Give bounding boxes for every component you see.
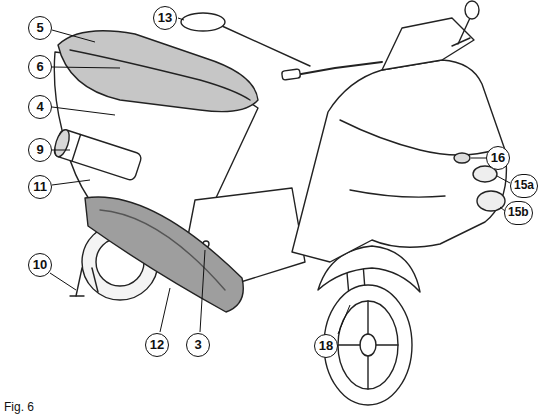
callout-number: 13 <box>153 6 177 30</box>
callout-number: 12 <box>145 333 169 357</box>
callout-number: 16 <box>486 146 510 170</box>
callout-number: 18 <box>314 334 338 358</box>
callout-number: 4 <box>28 95 52 119</box>
callout-number: 10 <box>28 253 52 277</box>
figure-caption: Fig. 6 <box>4 400 34 414</box>
callout-number: 5 <box>28 16 52 40</box>
callout-number: 9 <box>28 138 52 162</box>
callout-number: 6 <box>28 55 52 79</box>
callout-number: 15b <box>504 201 533 225</box>
callout-number: 11 <box>28 175 52 199</box>
callout-number: 15a <box>510 174 538 198</box>
callout-number: 3 <box>186 333 210 357</box>
